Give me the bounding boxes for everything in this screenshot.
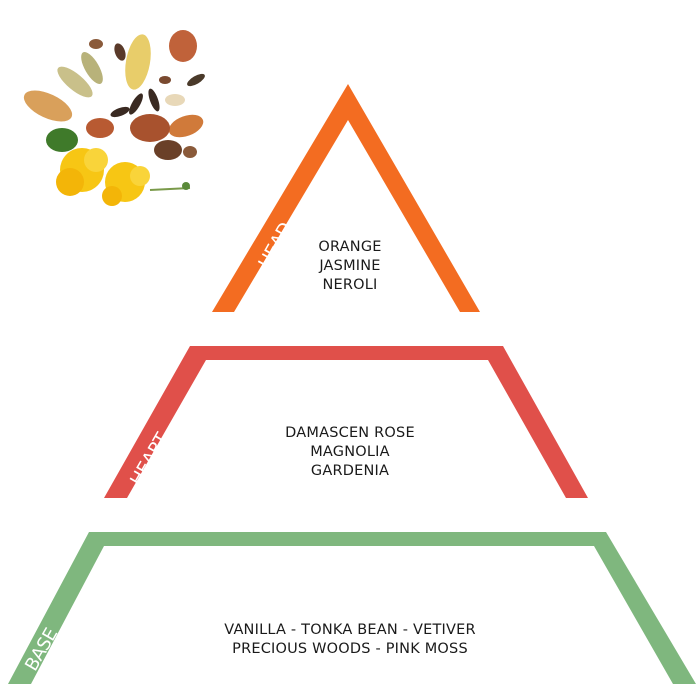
heart-note: GARDENIA	[310, 463, 390, 479]
head-notes: ORANGE JASMINE NEROLI	[250, 238, 450, 295]
base-note: VANILLA - TONKA BEAN - VETIVER	[224, 622, 476, 638]
base-notes: VANILLA - TONKA BEAN - VETIVER PRECIOUS …	[160, 621, 540, 659]
heart-notes: DAMASCEN ROSE MAGNOLIA GARDENIA	[230, 424, 470, 481]
base-note: PRECIOUS WOODS - PINK MOSS	[232, 641, 468, 657]
base-tier-outline	[8, 532, 696, 684]
head-tier-outline	[212, 84, 480, 312]
heart-note: DAMASCEN ROSE	[285, 425, 415, 441]
head-note: NEROLI	[322, 277, 378, 293]
head-note: ORANGE	[318, 239, 382, 255]
heart-note: MAGNOLIA	[310, 444, 390, 460]
head-note: JASMINE	[319, 258, 381, 274]
autumn-leaves-and-flowers-illustration-icon	[23, 30, 205, 206]
